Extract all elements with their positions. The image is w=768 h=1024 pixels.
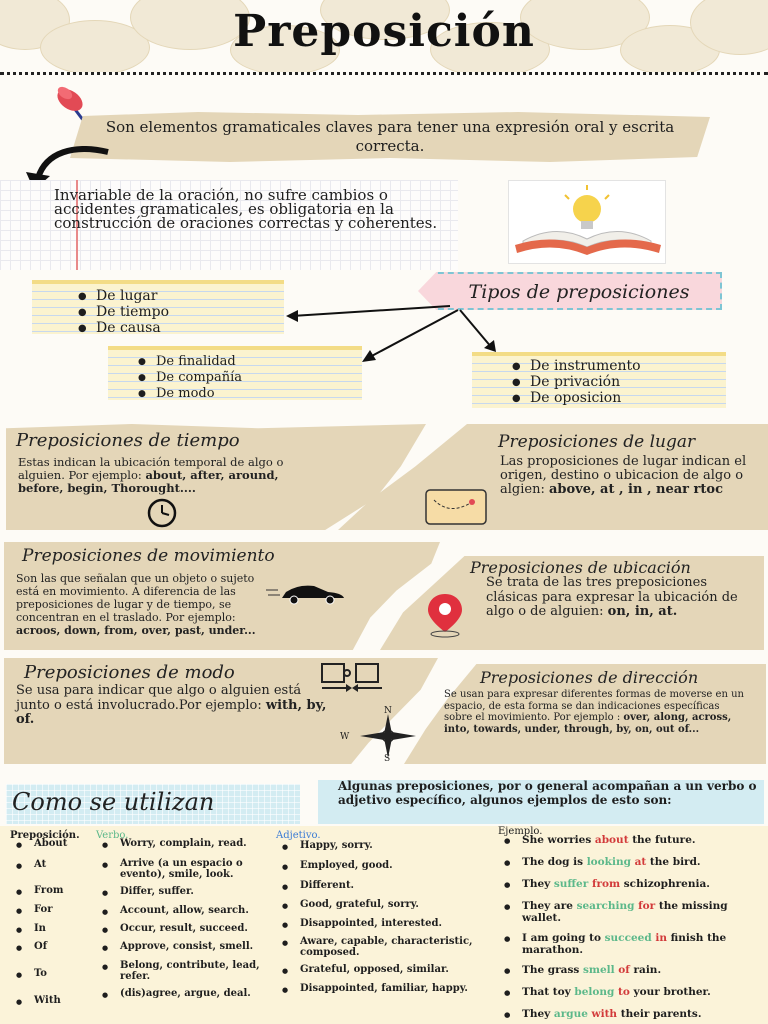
header-ej: Ejemplo. bbox=[498, 826, 543, 837]
book-lightbulb-icon bbox=[515, 185, 661, 255]
adj-item: Employed, good. bbox=[278, 860, 474, 880]
movimiento-title: Preposiciones de movimiento bbox=[22, 546, 275, 566]
header-divider bbox=[0, 72, 768, 75]
car-icon bbox=[266, 585, 344, 605]
prep-item: With bbox=[12, 995, 96, 1015]
tipo-item: De compañía bbox=[134, 370, 242, 387]
example-item: The grass smell of rain. bbox=[500, 964, 762, 986]
uso-title: Como se utilizan bbox=[12, 788, 215, 816]
adj-list: Happy, sorry. Employed, good. Different.… bbox=[278, 840, 474, 1007]
header: Preposición bbox=[0, 0, 768, 72]
lugar-title: Preposiciones de lugar bbox=[498, 432, 696, 452]
ubicacion-text: Se trata de las tres preposiciones clási… bbox=[486, 575, 738, 619]
example-item: They are searching for the missing walle… bbox=[500, 900, 762, 932]
page-title: Preposición bbox=[233, 6, 535, 57]
tipos-label-bg bbox=[418, 272, 722, 310]
prep-list: About At From For In Of To With bbox=[12, 838, 96, 1015]
example-item: They suffer from schizophrenia. bbox=[500, 878, 762, 900]
adj-item: Different. bbox=[278, 880, 474, 899]
prep-item: In bbox=[12, 923, 96, 941]
direccion-text: Se usan para expresar diferentes formas … bbox=[444, 689, 744, 735]
tipo-item: De causa bbox=[74, 320, 169, 339]
adj-item: Disappointed, familiar, happy. bbox=[278, 983, 474, 1007]
verb-item: Belong, contribute, lead, refer. bbox=[98, 960, 274, 988]
uso-intro-bg bbox=[318, 780, 764, 824]
prep-item: At bbox=[12, 859, 96, 885]
lugar-text: Las proposiciones de lugar indican el or… bbox=[500, 454, 747, 497]
tipo-item: De modo bbox=[134, 386, 242, 403]
verb-item: Approve, consist, smell. bbox=[98, 941, 274, 960]
compass-w: W bbox=[340, 732, 350, 742]
tiempo-title: Preposiciones de tiempo bbox=[16, 430, 240, 451]
prep-item: From bbox=[12, 885, 96, 904]
intro-banner-bg bbox=[70, 112, 710, 162]
verb-item: Account, allow, search. bbox=[98, 905, 274, 923]
tipo-item: De finalidad bbox=[134, 354, 242, 371]
uso-intro: Algunas preposiciones, por o general aco… bbox=[338, 779, 757, 807]
verb-item: (dis)agree, argue, deal. bbox=[98, 988, 274, 1008]
tipos-group-3: De instrumento De privación De oposicion bbox=[472, 352, 726, 409]
adj-item: Happy, sorry. bbox=[278, 840, 474, 860]
example-list: She worries about the future. The dog is… bbox=[500, 834, 762, 1024]
tipo-item: De lugar bbox=[74, 288, 169, 307]
tipo-item: De tiempo bbox=[74, 304, 169, 323]
ubicacion-title: Preposiciones de ubicación bbox=[470, 558, 691, 577]
prep-item: About bbox=[12, 838, 96, 859]
adj-item: Grateful, opposed, similar. bbox=[278, 964, 474, 983]
modo-title: Preposiciones de modo bbox=[24, 662, 235, 683]
tipo-item: De privación bbox=[508, 374, 641, 393]
direccion-card-bg bbox=[404, 664, 766, 764]
location-pin-icon bbox=[428, 594, 462, 638]
header-adj: Adjetivo. bbox=[276, 830, 321, 841]
example-item: She worries about the future. bbox=[500, 834, 762, 856]
header-prep: Preposición. bbox=[10, 830, 80, 841]
verb-item: Worry, complain, read. bbox=[98, 838, 274, 858]
book-lightbulb-card bbox=[508, 180, 666, 264]
intro-banner-text: Son elementos gramaticales claves para t… bbox=[105, 118, 675, 155]
modo-card-bg bbox=[4, 658, 438, 764]
tiempo-text: Estas indican la ubicación temporal de a… bbox=[18, 455, 284, 495]
verb-item: Occur, result, succeed. bbox=[98, 923, 274, 941]
tipos-group-1: De lugar De tiempo De causa bbox=[32, 280, 284, 339]
compass-n: N bbox=[384, 706, 392, 716]
compass-s: S bbox=[384, 754, 391, 764]
tipo-item: De instrumento bbox=[508, 358, 641, 377]
verb-item: Arrive (a un espacio o evento), smile, l… bbox=[98, 858, 274, 886]
verb-list: Worry, complain, read. Arrive (a un espa… bbox=[98, 838, 274, 1008]
verb-item: Differ, suffer. bbox=[98, 886, 274, 905]
header-verb: Verbo. bbox=[96, 830, 129, 841]
tipos-group-2: De finalidad De compañía De modo bbox=[108, 346, 362, 403]
compass-icon bbox=[360, 714, 416, 758]
uso-title-bg bbox=[6, 784, 300, 824]
modo-text: Se usa para indicar que algo o alguien e… bbox=[16, 683, 327, 727]
example-item: The dog is looking at the bird. bbox=[500, 856, 762, 878]
adj-item: Good, grateful, sorry. bbox=[278, 899, 474, 918]
puzzle-icon bbox=[321, 663, 382, 692]
example-item: They argue with their parents. bbox=[500, 1008, 762, 1024]
example-item: That toy belong to your brother. bbox=[500, 986, 762, 1008]
tipos-label: Tipos de preposiciones bbox=[468, 281, 690, 303]
example-item: I am going to succeed in finish the mara… bbox=[500, 932, 762, 964]
prep-item: For bbox=[12, 904, 96, 923]
definition-note bbox=[0, 180, 458, 270]
movimiento-text: Son las que señalan que un objeto o suje… bbox=[16, 572, 256, 637]
prep-item: Of bbox=[12, 941, 96, 968]
adj-item: Disappointed, interested. bbox=[278, 918, 474, 936]
direccion-title: Preposiciones de dirección bbox=[480, 668, 699, 687]
prep-item: To bbox=[12, 968, 96, 995]
clock-icon bbox=[147, 498, 177, 528]
tipo-item: De oposicion bbox=[508, 390, 641, 409]
map-icon bbox=[425, 489, 487, 525]
adj-item: Aware, capable, characteristic, composed… bbox=[278, 936, 474, 964]
definition-text: Invariable de la oración, no sufre cambi… bbox=[54, 186, 438, 232]
tipos-arrows bbox=[286, 305, 496, 362]
